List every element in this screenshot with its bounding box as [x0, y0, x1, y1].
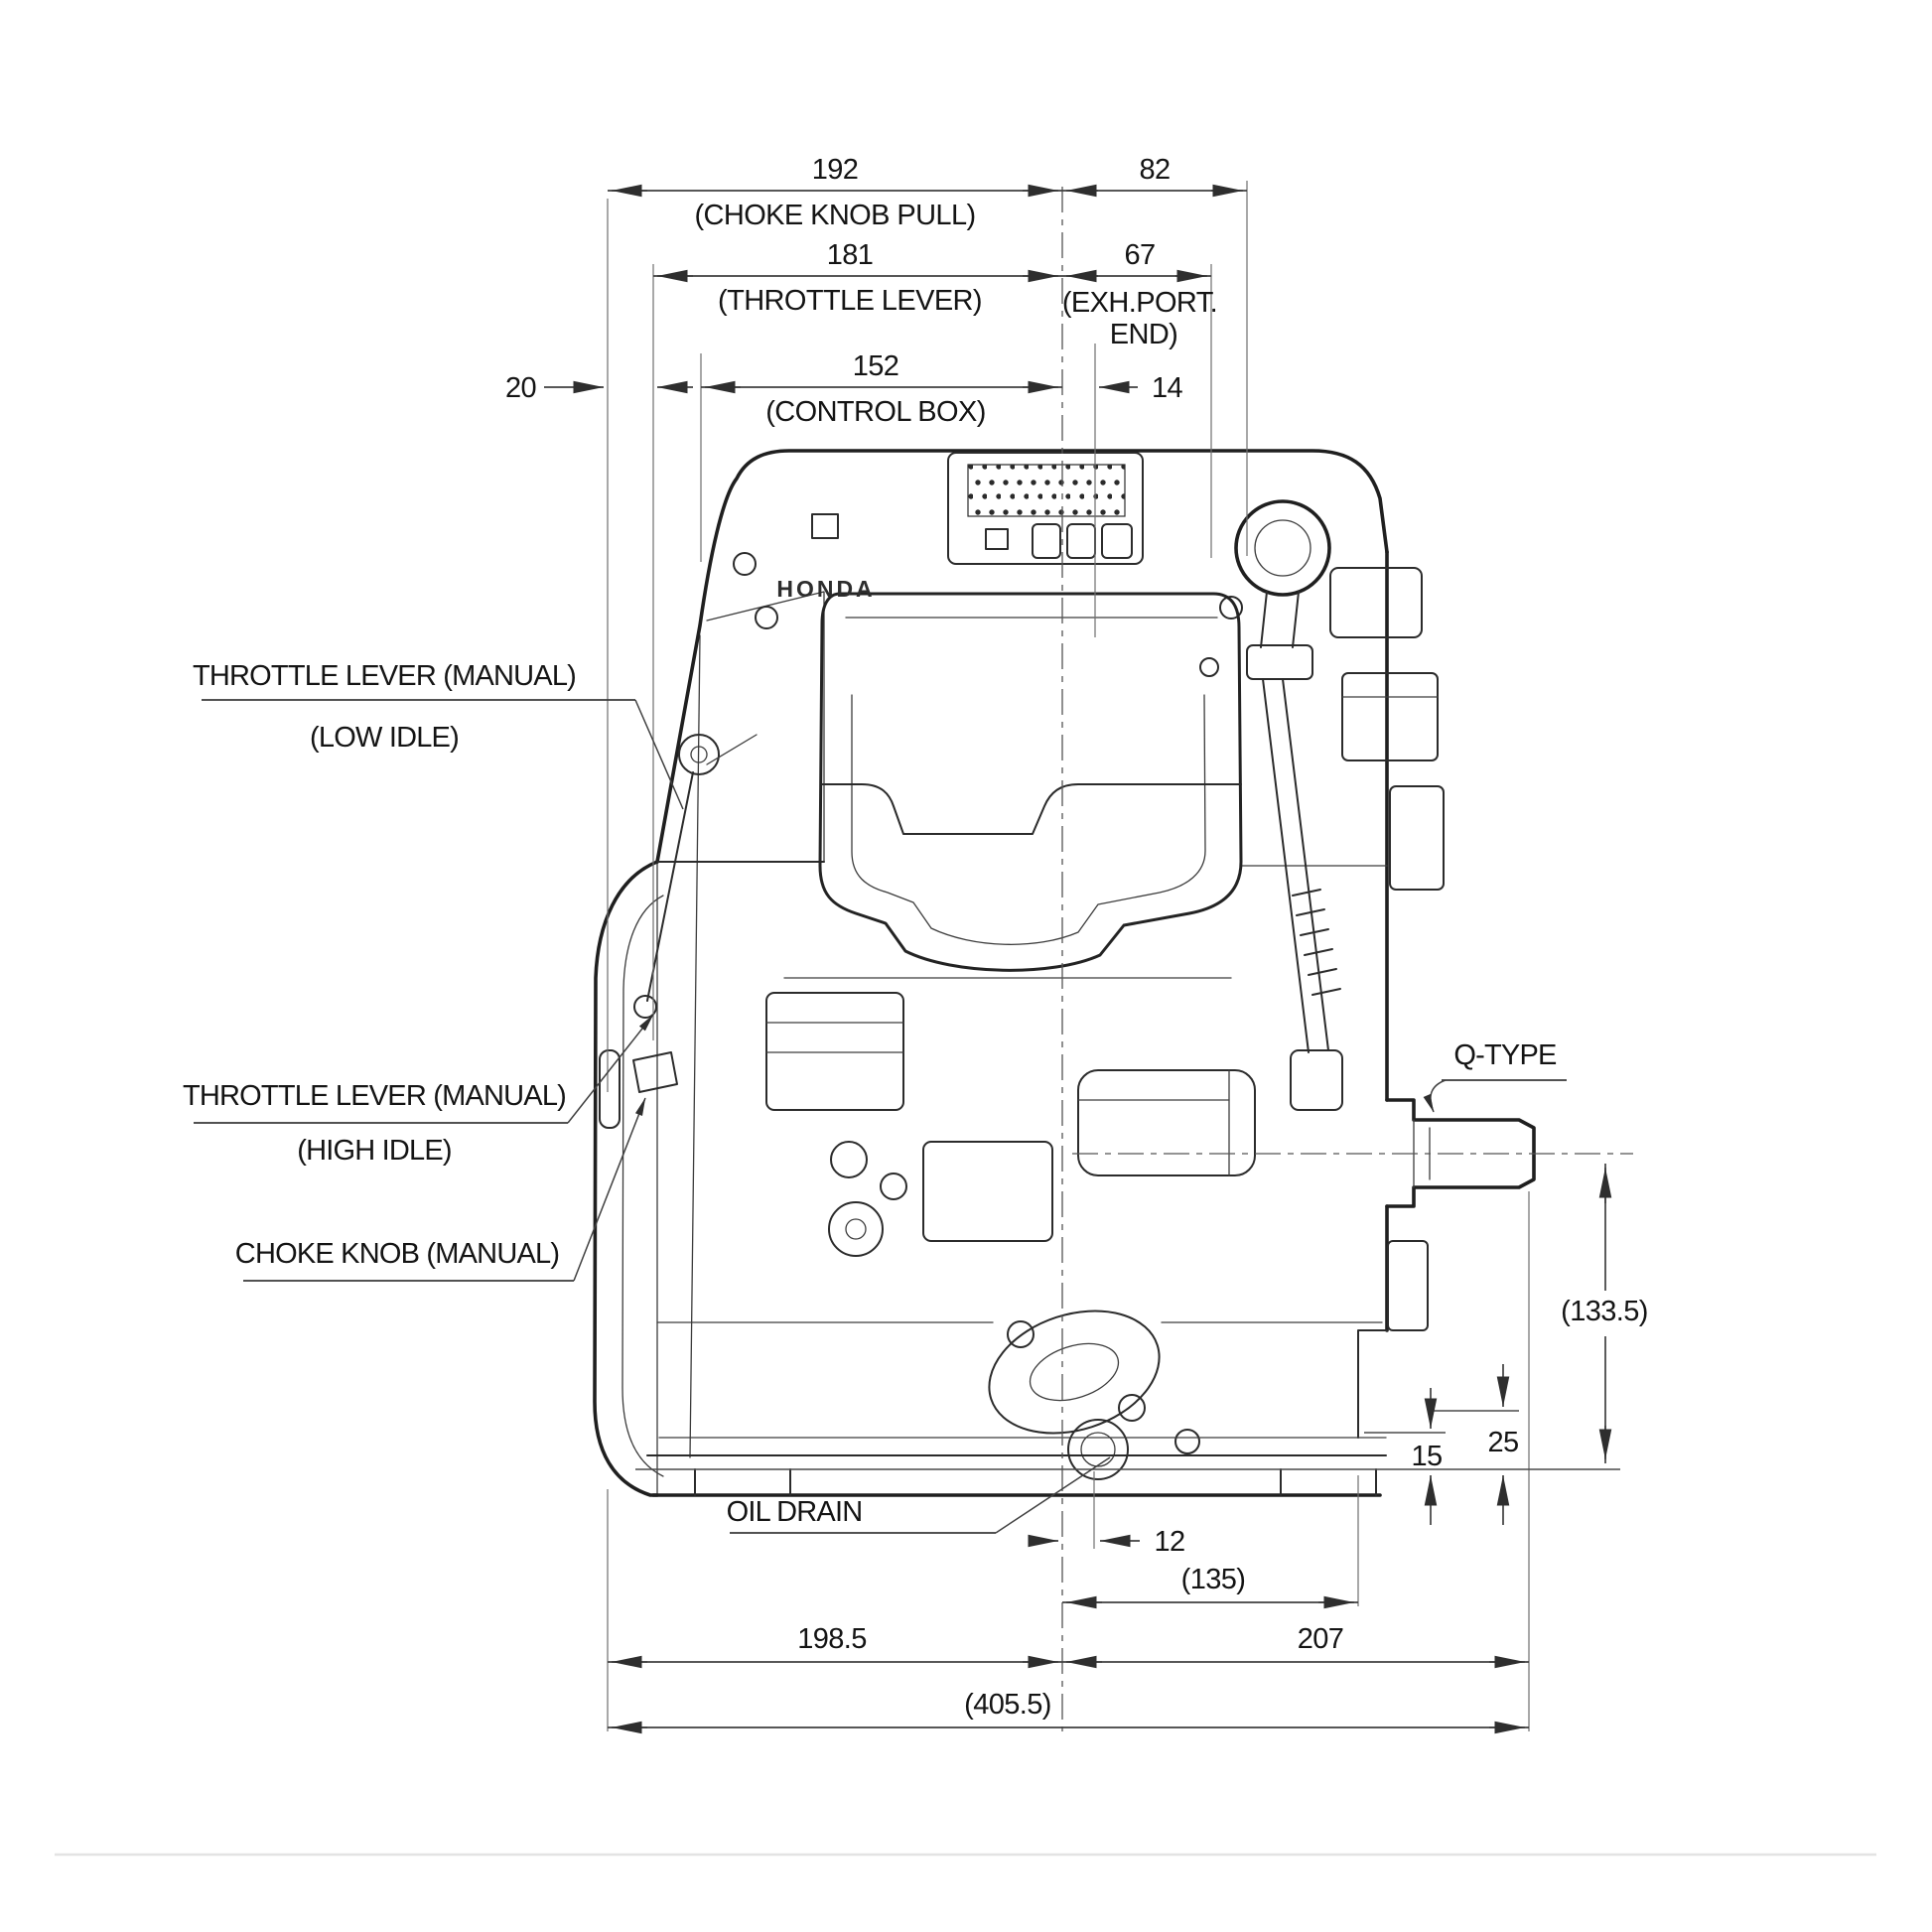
dim-value-405-5: (405.5) [964, 1689, 1051, 1721]
dimensions: 192 (CHOKE KNOB PULL) 82 181 (THROTTLE L… [505, 154, 1648, 1734]
dim-value-12: 12 [1154, 1526, 1184, 1558]
dim-choke-knob-pull: 192 (CHOKE KNOB PULL) [608, 154, 1062, 231]
vent-grille [967, 464, 1126, 517]
dim-82: 82 [1062, 154, 1247, 198]
dim-12: 12 [1028, 1526, 1185, 1558]
valve-cover: HONDA [776, 576, 1243, 972]
dim-caption-choke-knob-pull: (CHOKE KNOB PULL) [694, 200, 975, 231]
dim-value-135: (135) [1181, 1564, 1246, 1595]
bolt [1219, 596, 1243, 620]
choke-knob-shape [632, 1051, 678, 1093]
dim-value-152: 152 [853, 350, 899, 382]
ignition-components [1329, 567, 1445, 1331]
dim-25: 25 [1487, 1364, 1519, 1525]
small-port [811, 513, 839, 539]
bolt [733, 552, 757, 576]
carburetor-area [765, 977, 1232, 1257]
brand-logo: HONDA [776, 576, 875, 602]
dim-15: 15 [1411, 1388, 1443, 1525]
label-throttle-high-line1: THROTTLE LEVER (MANUAL) [183, 1080, 566, 1112]
dim-14: 14 [1099, 372, 1183, 404]
dim-20: 20 [505, 372, 693, 404]
oil-drain-plug [1067, 1419, 1200, 1480]
terminal [1101, 523, 1133, 559]
dim-value-192: 192 [812, 154, 859, 186]
dim-133-5: (133.5) [1561, 1164, 1648, 1463]
label-throttle-low-line2: (LOW IDLE) [310, 722, 459, 754]
label-choke-knob: CHOKE KNOB (MANUAL) [235, 1238, 559, 1270]
label-q-type: Q-TYPE [1423, 1039, 1567, 1113]
dim-throttle-lever: 181 (THROTTLE LEVER) [653, 239, 1062, 317]
dim-value-15: 15 [1411, 1441, 1442, 1472]
terminal [1032, 523, 1061, 559]
dim-caption-throttle-lever: (THROTTLE LEVER) [718, 285, 982, 317]
lifting-ring [1234, 499, 1331, 680]
callout-labels: THROTTLE LEVER (MANUAL) (LOW IDLE) THROT… [183, 660, 1567, 1534]
dim-value-14: 14 [1152, 372, 1183, 404]
dim-value-207: 207 [1298, 1623, 1344, 1655]
throttle-choke-levers [632, 734, 758, 1093]
dim-caption-control-box: (CONTROL BOX) [765, 396, 986, 428]
dim-value-198-5: 198.5 [797, 1623, 867, 1655]
dim-caption-exh-port-1: (EXH.PORT. [1062, 287, 1217, 319]
throttle-lever-pivot [678, 734, 720, 775]
base-frame [646, 1437, 1387, 1497]
exhaust-flange [988, 1310, 1161, 1435]
dim-207: 207 [1062, 1623, 1529, 1669]
switch-square [985, 528, 1009, 550]
label-throttle-lever-high-idle: THROTTLE LEVER (MANUAL) (HIGH IDLE) [183, 1014, 654, 1167]
dipstick-tube [1262, 678, 1343, 1111]
dim-caption-exh-port-2: END) [1110, 319, 1178, 350]
bolt [755, 606, 778, 629]
label-throttle-high-line2: (HIGH IDLE) [297, 1135, 452, 1167]
starter-motor [1077, 1069, 1256, 1176]
label-throttle-low-line1: THROTTLE LEVER (MANUAL) [193, 660, 576, 692]
control-box [811, 452, 1144, 565]
dim-value-181: 181 [827, 239, 874, 271]
terminal [1066, 523, 1096, 559]
spring-coil [1292, 889, 1341, 996]
dim-value-20: 20 [505, 372, 536, 404]
fan-cover [593, 634, 701, 1497]
dim-value-25: 25 [1487, 1427, 1518, 1458]
dim-value-82: 82 [1139, 154, 1170, 186]
dim-value-67: 67 [1124, 239, 1155, 271]
dim-135: (135) [1062, 1564, 1358, 1609]
dim-value-133-5: (133.5) [1561, 1296, 1648, 1327]
dim-198-5: 198.5 [608, 1623, 1062, 1669]
fan-cover-slot [599, 1049, 621, 1129]
dim-control-box: 152 (CONTROL BOX) [701, 350, 1062, 428]
engine-drawing: HONDA [593, 449, 1536, 1497]
label-throttle-lever-low-idle: THROTTLE LEVER (MANUAL) (LOW IDLE) [193, 660, 684, 810]
label-choke-knob-manual: CHOKE KNOB (MANUAL) [235, 1097, 646, 1282]
label-oil-drain: OIL DRAIN [727, 1496, 863, 1528]
dim-405-5: (405.5) [608, 1689, 1529, 1734]
dim-exh-port-end: 67 (EXH.PORT. END) [1062, 239, 1218, 350]
throttle-lever-arm [646, 771, 694, 1002]
governor-gear [828, 1201, 884, 1257]
bolt [1199, 657, 1219, 677]
label-q-type: Q-TYPE [1453, 1039, 1557, 1071]
label-oil-drain: OIL DRAIN [727, 1456, 1111, 1534]
extension-lines [607, 181, 1633, 1731]
